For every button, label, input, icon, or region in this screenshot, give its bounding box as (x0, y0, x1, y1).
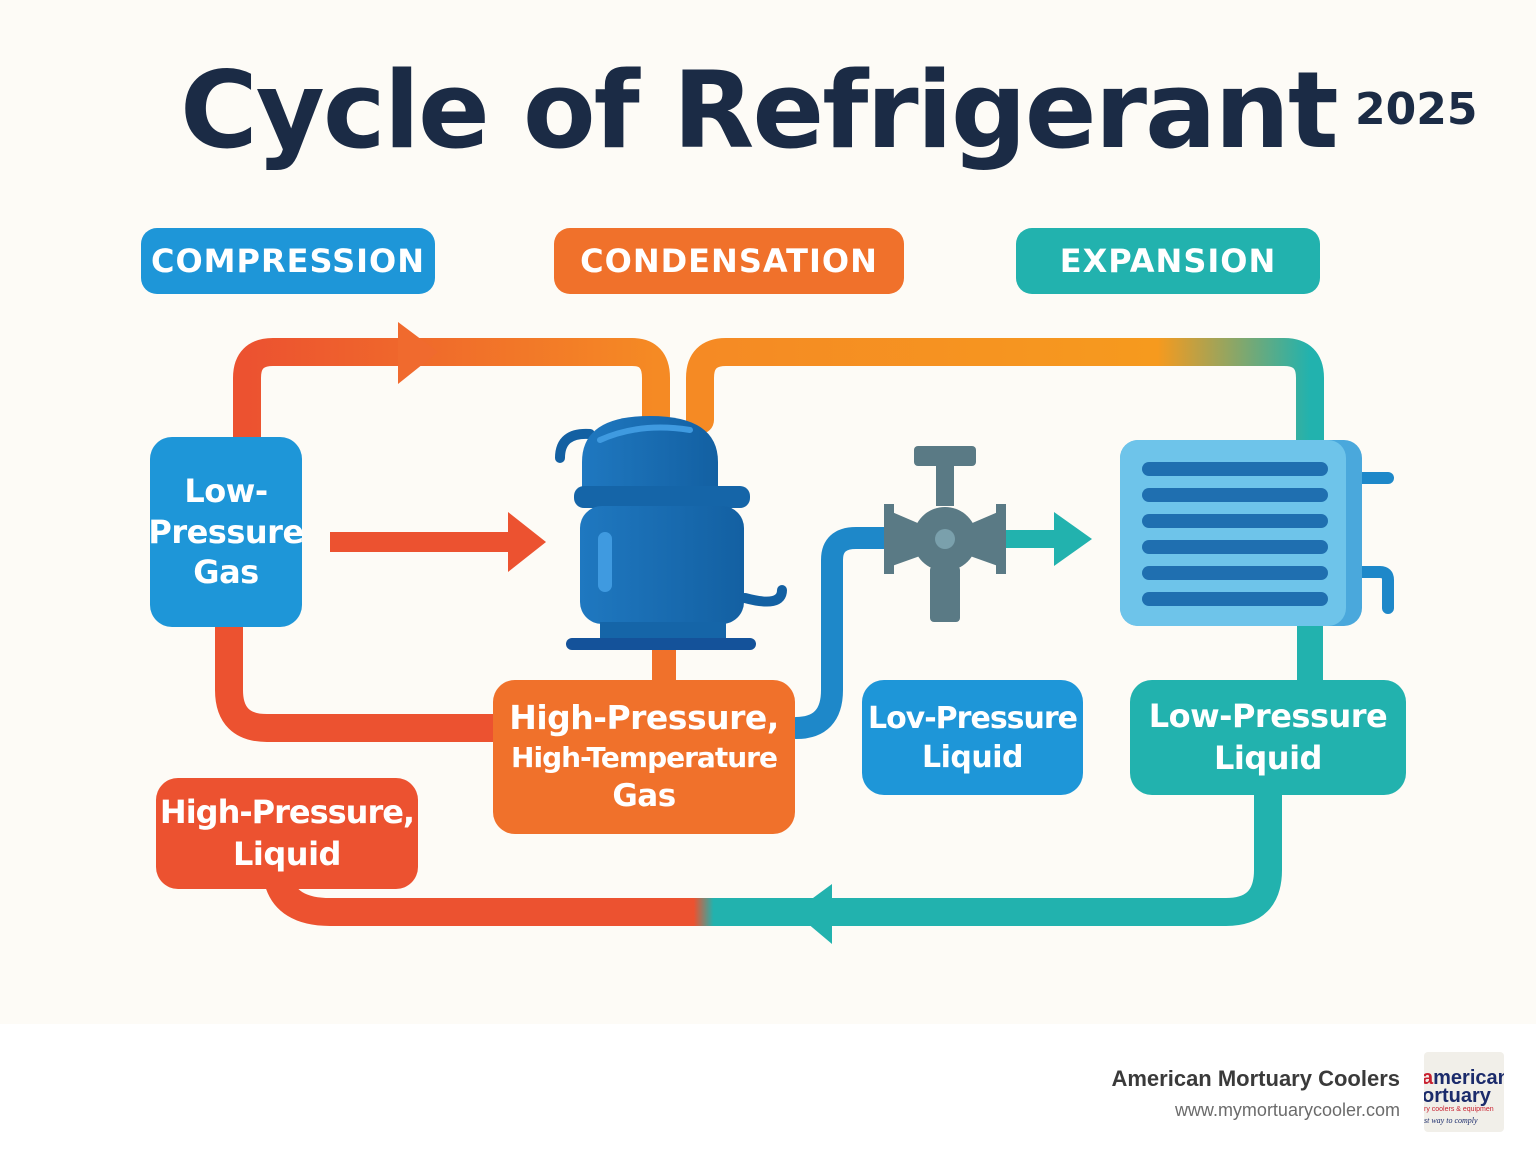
state-label-line: High-Pressure, (159, 792, 415, 831)
state-low-pressure-gas: Low- Pressure Gas (148, 437, 304, 627)
state-label-line: Pressure (148, 512, 304, 551)
state-label-line: Low-Pressure (1148, 696, 1388, 735)
logo-line-2: ortuary (1424, 1085, 1491, 1107)
state-label-line: Gas (193, 553, 259, 592)
company-name: American Mortuary Coolers (1111, 1066, 1400, 1091)
state-label-line: High-Temperature (511, 741, 778, 775)
state-low-pressure-liquid-center: Lov-Pressure Liquid (862, 680, 1083, 795)
logo-line-4: st way to comply (1424, 1116, 1478, 1125)
compressor-icon (555, 416, 787, 650)
page-title: Cycle of Refrigerant (180, 49, 1339, 172)
pipe-compression-top (233, 338, 670, 454)
company-url: www.mymortuarycooler.com (1174, 1100, 1400, 1120)
expansion-valve-icon (884, 446, 1006, 622)
pipe-condensation-top (686, 338, 1324, 454)
flow-arrow-icon (1054, 512, 1092, 566)
refrigerant-cycle-diagram (215, 322, 1394, 944)
state-high-pressure-high-temperature-gas: High-Pressure, High-Temperature Gas (493, 680, 795, 834)
company-logo: american ortuary ry coolers & equipmen s… (1424, 1052, 1504, 1132)
footer (0, 1024, 1536, 1154)
evaporator-icon (1120, 440, 1394, 626)
flow-arrow-icon (794, 884, 832, 944)
state-label-line: Liquid (1214, 738, 1322, 777)
pipe-liquid-line (785, 527, 903, 739)
pipe-compression-bottom (215, 606, 514, 742)
logo-line-1: american (1424, 1067, 1504, 1089)
state-label-line: Liquid (233, 834, 341, 873)
state-label-line: High-Pressure, (509, 698, 779, 738)
state-high-pressure-liquid: High-Pressure, Liquid (156, 778, 418, 889)
stage-condensation: CONDENSATION (554, 228, 904, 294)
pipe-return-bottom (264, 776, 1282, 926)
state-label-line: Low- (184, 471, 268, 510)
logo-line-3: ry coolers & equipmen (1424, 1106, 1494, 1113)
state-label-line: Liquid (921, 739, 1024, 775)
stage-expansion: EXPANSION (1016, 228, 1320, 294)
state-label-line: Lov-Pressure (867, 700, 1078, 736)
flow-arrow-icon (398, 322, 438, 384)
state-label-line: Gas (612, 778, 676, 815)
year-label: 2025 (1355, 84, 1478, 135)
state-low-pressure-liquid-right: Low-Pressure Liquid (1130, 680, 1406, 795)
stage-compression: COMPRESSION (141, 228, 435, 294)
flow-arrow-icon (330, 532, 516, 552)
